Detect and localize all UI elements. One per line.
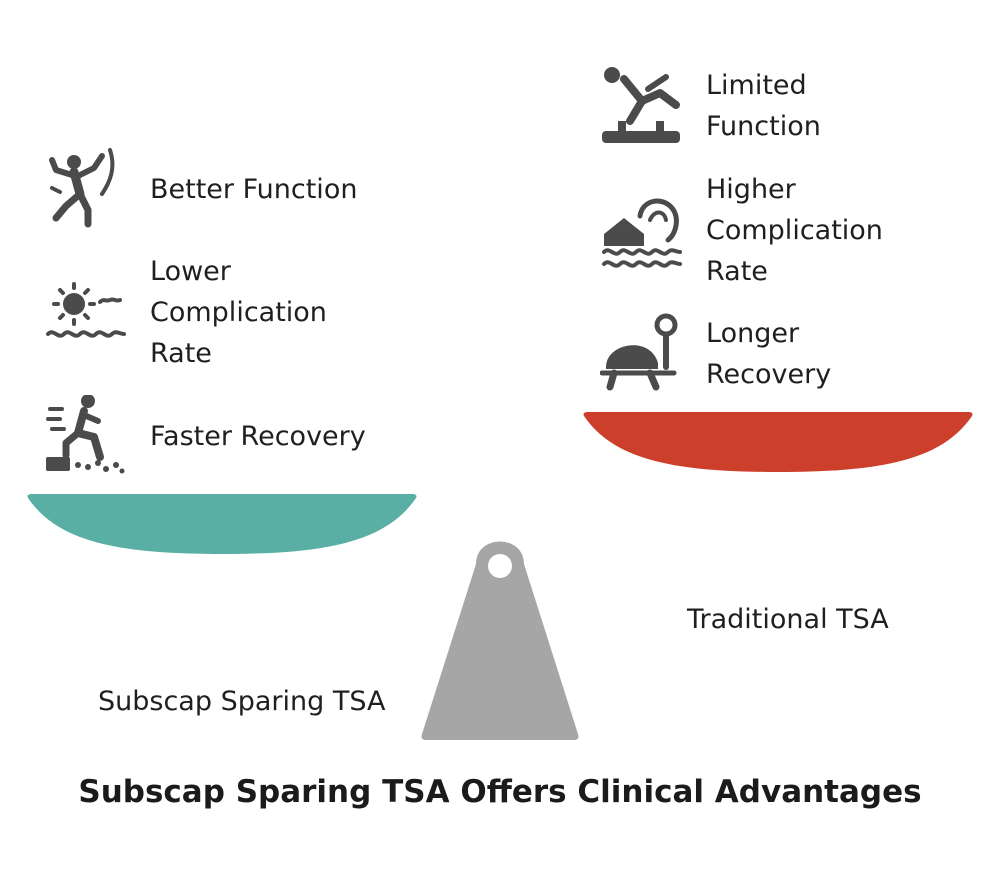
right-scale-pan [583,412,973,472]
climber-icon [44,148,126,230]
turtle-icon [600,313,682,395]
right-item-label: Limited Function [706,70,821,142]
right-caption: Traditional TSA [687,604,889,635]
limited-mobility-icon [600,65,682,147]
sun-calm-waves-icon [44,272,126,354]
left-caption: Subscap Sparing TSA [98,686,386,717]
left-item-lower-complication: Lower Complication Rate [44,251,327,374]
page-title: Subscap Sparing TSA Offers Clinical Adva… [78,774,922,810]
flood-wave-icon [600,190,682,272]
right-item-label: Higher Complication Rate [706,174,883,287]
right-item-label: Longer Recovery [706,318,832,390]
left-scale-pan [27,494,417,554]
left-item-label: Better Function [150,173,358,205]
left-item-label: Lower Complication Rate [150,256,327,369]
scale-fulcrum [421,541,579,740]
left-item-faster-recovery: Faster Recovery [44,395,366,477]
right-item-longer-recovery: Longer Recovery [600,313,831,395]
right-item-higher-complication: Higher Complication Rate [600,169,883,292]
left-item-better-function: Better Function [44,148,357,230]
right-item-limited-function: Limited Function [600,65,821,147]
runner-icon [44,395,126,477]
left-item-label: Faster Recovery [150,420,366,452]
